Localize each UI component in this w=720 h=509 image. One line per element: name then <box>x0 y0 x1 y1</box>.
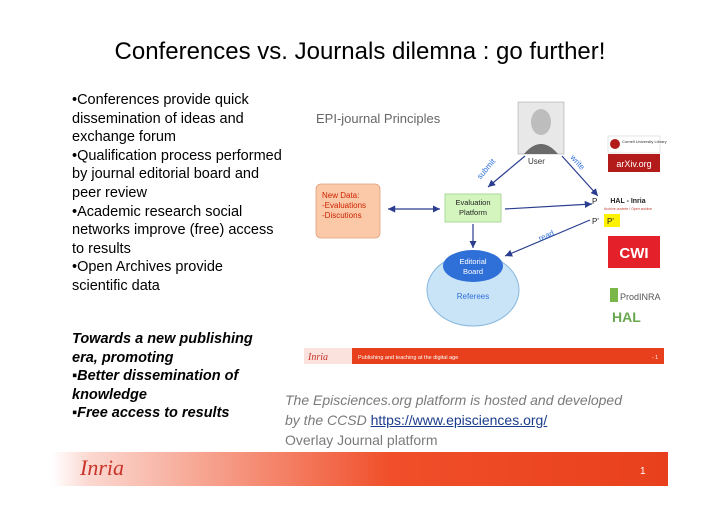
promo-item: ▪Better dissemination of knowledge <box>72 368 239 403</box>
diagram-title: EPI-journal Principles <box>316 111 441 126</box>
evaluation-platform-box <box>444 193 502 223</box>
editorial-line: Board <box>463 267 483 276</box>
new-data-line: -Evaluations <box>322 201 366 210</box>
referees-label: Referees <box>457 292 489 301</box>
promo-block: Towards a new publishing era, promoting … <box>72 330 282 423</box>
promo-heading: Towards a new publishing era, promoting <box>72 331 253 366</box>
caption: The Episciences.org platform is hosted a… <box>285 390 705 450</box>
hal-logo-icon: HAL <box>612 309 641 325</box>
editorial-line: Editorial <box>459 257 486 266</box>
inner-footer-band <box>304 348 664 364</box>
inner-footer-num: - 1 <box>652 355 658 361</box>
page-number: 1 <box>640 466 646 477</box>
episciences-link[interactable]: https://www.episciences.org/ <box>370 412 548 428</box>
new-data-line: -Discutions <box>322 211 362 220</box>
caption-prefix: by the CCSD <box>285 412 371 428</box>
cwi-logo-icon: CWI <box>608 236 660 268</box>
arxiv-text: arXiv.org <box>616 159 651 169</box>
caption-line: The Episciences.org platform is hosted a… <box>285 392 622 408</box>
epi-journal-diagram: EPI-journal Principles User submit write… <box>304 101 667 364</box>
inria-logo: Inria <box>80 455 124 480</box>
cornell-logo-icon: Cornell University Library <box>607 135 667 154</box>
user-label: User <box>528 157 545 166</box>
read-label: read <box>537 228 555 243</box>
caption-line: Overlay Journal platform <box>285 432 438 448</box>
editorial-board-ellipse <box>443 250 503 282</box>
hal-inria-sub: Archive ouverte / Open archive <box>604 207 652 211</box>
p-prime-badge-label: P' <box>607 217 614 226</box>
prodinra-logo-icon: ProdINRA <box>610 288 661 302</box>
promo-item: ▪Free access to results <box>72 405 230 422</box>
submit-label: submit <box>475 156 498 180</box>
p-prime-label: P' <box>592 217 599 226</box>
bullet-list: •Conferences provide quick dissemination… <box>72 91 282 296</box>
slide-title: Conferences vs. Journals dilemna : go fu… <box>114 38 606 65</box>
cwi-text: CWI <box>619 245 648 262</box>
new-data-line: New Data: <box>322 191 359 200</box>
evaluation-line: Evaluation <box>455 198 490 207</box>
inner-footer-text: Publishing and teaching at the digital a… <box>358 355 458 361</box>
hal-inria-text: HAL - Inria <box>610 198 645 205</box>
bullet-item: •Open Archives provide scientific data <box>72 259 223 294</box>
p-label: P <box>592 197 597 206</box>
prodinra-text: ProdINRA <box>620 292 661 302</box>
user-portrait-icon <box>517 101 565 155</box>
arxiv-logo-icon: arXiv.org <box>608 154 660 172</box>
inner-footer-logo: Inria <box>307 352 328 363</box>
p-prime-badge <box>604 214 620 227</box>
new-data-box <box>315 183 381 239</box>
bullet-item: •Academic research social networks impro… <box>72 203 274 257</box>
cornell-text: Cornell University Library <box>622 139 667 144</box>
hal-inria-logo-icon: HAL - Inria Archive ouverte / Open archi… <box>598 193 658 213</box>
bullet-item: •Qualification process performed by jour… <box>72 147 282 201</box>
write-label: write <box>568 152 587 172</box>
evaluation-line: Platform <box>459 208 487 217</box>
hal-text: HAL <box>612 309 641 325</box>
footer-band <box>52 452 668 486</box>
caption-line-2: by the CCSD https://www.episciences.org/ <box>285 410 705 430</box>
bullet-item: •Conferences provide quick dissemination… <box>72 92 249 146</box>
